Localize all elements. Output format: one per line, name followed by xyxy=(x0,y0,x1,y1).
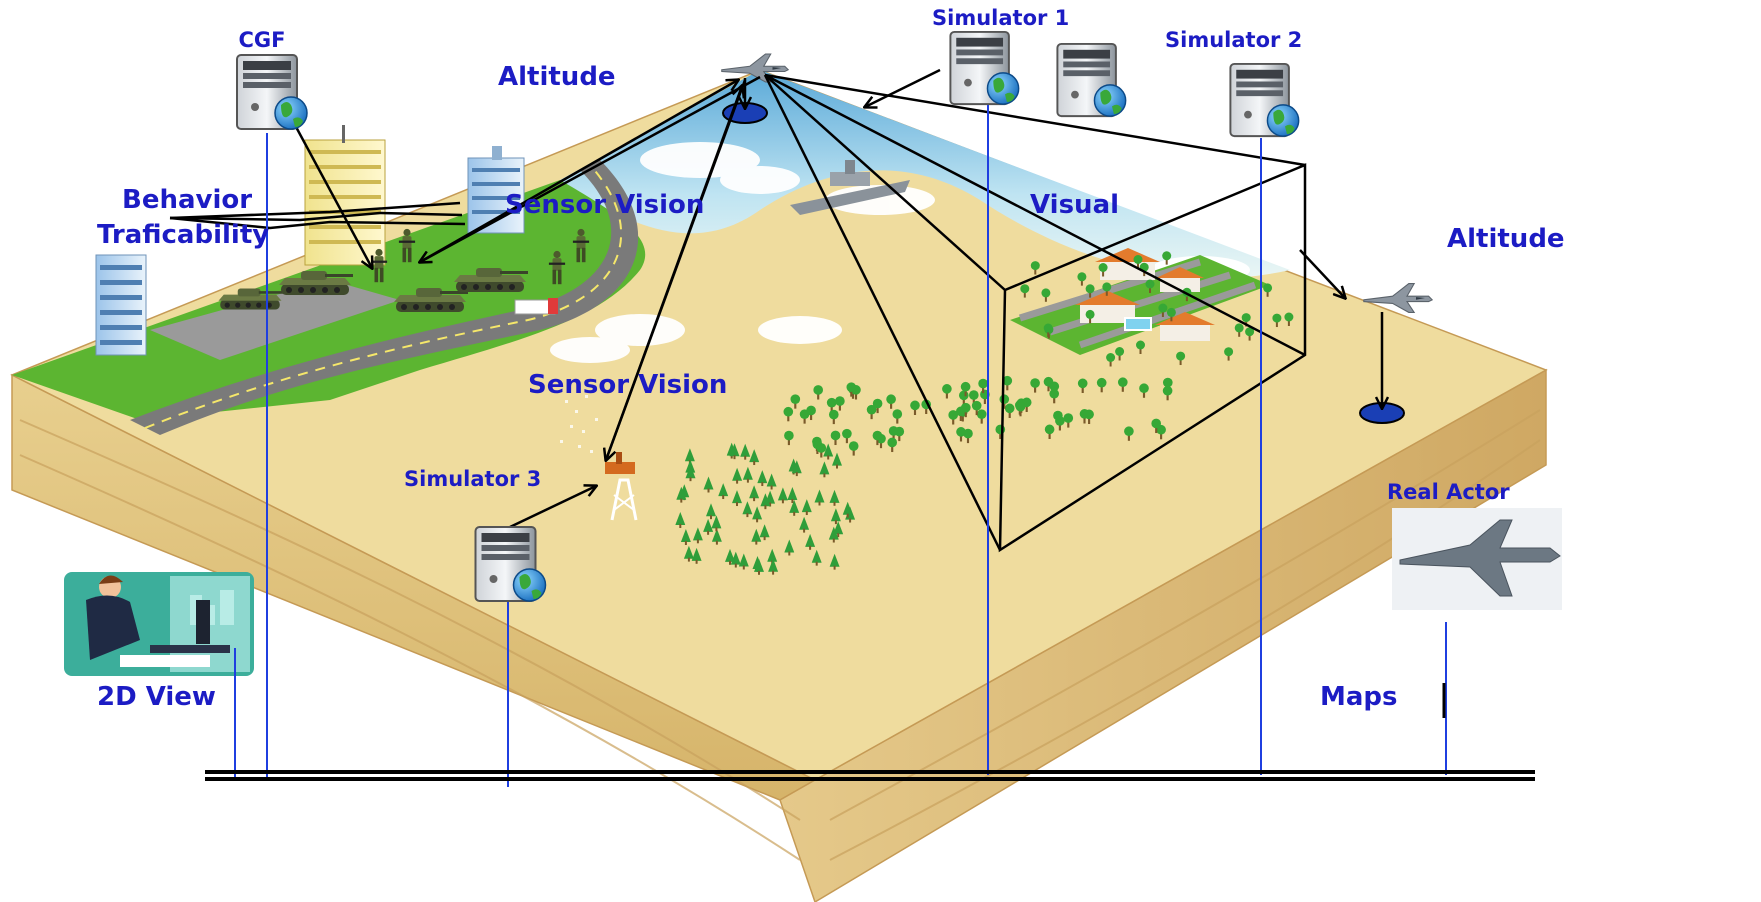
military-units xyxy=(218,228,590,315)
sensor-vision-label-top: Sensor Vision xyxy=(505,190,705,220)
radar-tower-icon xyxy=(605,452,638,521)
parking-lot xyxy=(150,280,400,360)
visual-frustum xyxy=(763,73,1307,553)
house-icon xyxy=(1155,312,1215,341)
traficability-label: Traficability xyxy=(97,220,270,250)
real-actor-label: Real Actor xyxy=(1387,480,1510,504)
behavior-label: Behavior xyxy=(122,185,253,215)
yellow-office-tower xyxy=(304,125,386,266)
road xyxy=(130,160,639,435)
cgf-label: CGF xyxy=(238,28,286,52)
radar-scan-field xyxy=(560,395,598,453)
visual-label: Visual xyxy=(1030,190,1120,220)
house-icon xyxy=(1156,267,1204,292)
simulator-1-server-icon xyxy=(949,30,1020,106)
simulator-3-server-icon xyxy=(474,525,547,603)
simulator-3-label: Simulator 3 xyxy=(404,467,542,491)
network-links xyxy=(234,105,1447,787)
terrain-block xyxy=(10,69,1548,902)
maps-label: Maps xyxy=(1320,682,1398,712)
clouds xyxy=(550,142,1250,363)
2d-view-label: 2D View xyxy=(97,682,216,712)
tower-building-left xyxy=(95,254,147,356)
simulator-2-server-icon xyxy=(1229,62,1300,138)
altitude-label-top: Altitude xyxy=(498,62,616,92)
real-actor-jet-photo xyxy=(1392,508,1562,610)
simulator-1-label: Simulator 1 xyxy=(932,6,1070,30)
altitude-label-right: Altitude xyxy=(1447,224,1565,254)
warship-icon xyxy=(790,160,910,215)
simulator-1b-server-icon xyxy=(1056,42,1127,118)
house-icon xyxy=(1075,291,1140,323)
network-bus xyxy=(205,770,1535,781)
person-at-computer-icon xyxy=(64,572,254,676)
simulator-2-label: Simulator 2 xyxy=(1165,28,1303,52)
altitude-marker-icon xyxy=(1359,312,1405,424)
interaction-arrows xyxy=(169,68,1345,529)
sensor-vision-label-middle: Sensor Vision xyxy=(528,370,728,400)
cgf-server-icon xyxy=(235,53,309,131)
pool-icon xyxy=(1124,317,1152,331)
